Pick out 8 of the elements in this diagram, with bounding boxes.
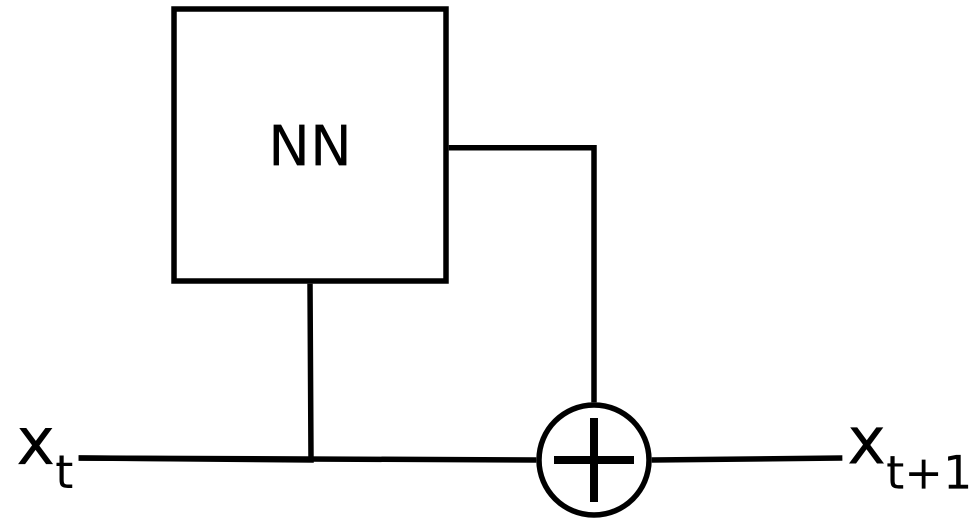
connector-line: [78, 455, 536, 463]
nn-box: NN: [171, 6, 449, 284]
connector-line: [78, 284, 314, 463]
connector-line: [652, 455, 842, 463]
plus-circle: [536, 402, 652, 518]
variable-label: x$_{t}$: [18, 428, 72, 488]
variable-label: x$_{t+1}$: [849, 427, 968, 489]
connector-line: [448, 145, 597, 402]
